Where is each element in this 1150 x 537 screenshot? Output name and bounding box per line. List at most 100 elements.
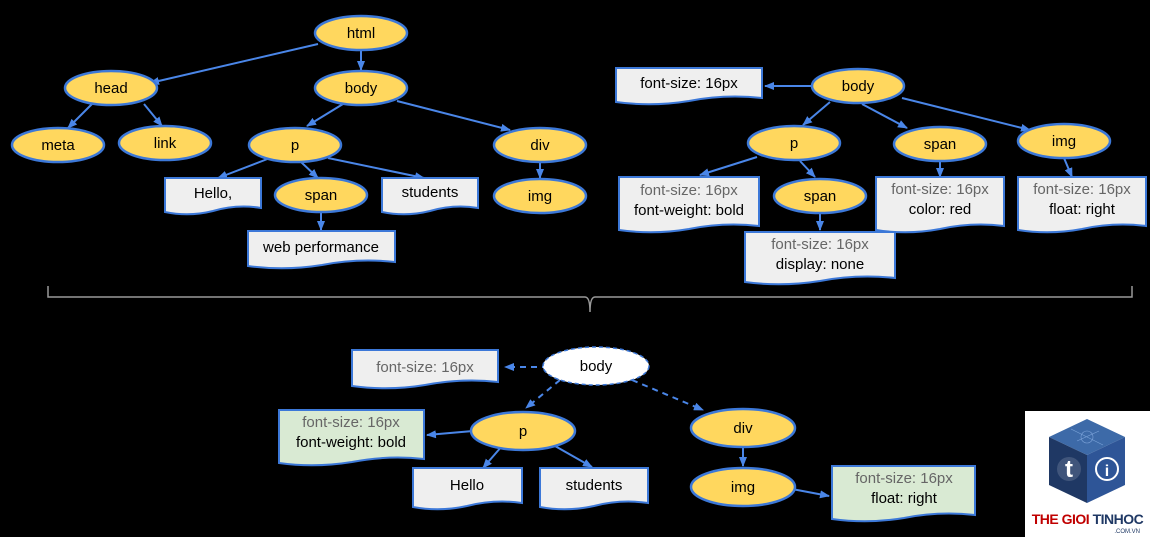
node-body: body (313, 69, 409, 107)
edge-p-hello (217, 157, 271, 179)
style-line: font-size: 16px (640, 182, 738, 199)
style-line: font-size: 16px (302, 414, 400, 431)
node-label: body (842, 78, 875, 95)
edge-img-style (791, 488, 830, 499)
brand-name-part: THE GIOI (1031, 511, 1093, 527)
edge-body-span (861, 103, 908, 129)
text-hello: Hello, (164, 177, 262, 216)
node-label: body (580, 358, 613, 375)
style-p: font-size: 16px font-weight: bold (278, 409, 425, 467)
node-label: img (1052, 133, 1076, 150)
combine-brace (47, 286, 1133, 313)
style-line: font-size: 16px (1033, 181, 1131, 198)
style-img: font-size: 16px float: right (1017, 176, 1147, 234)
node-meta: meta (10, 126, 106, 164)
node-label: html (347, 25, 375, 42)
edge-p-students (554, 445, 593, 468)
node-label: span (305, 187, 338, 204)
text-students: students (539, 467, 649, 511)
node-div: div (492, 126, 588, 164)
svg-text:i: i (1105, 463, 1109, 480)
style-line: font-size: 16px (891, 181, 989, 198)
edge-p-style (699, 156, 758, 177)
edge-p-span (300, 161, 319, 179)
text-students: students (381, 177, 479, 216)
svg-text:t: t (1065, 456, 1073, 483)
node-label: link (154, 135, 177, 152)
style-line: font-size: 16px (855, 470, 953, 487)
style-span: font-size: 16px color: red (875, 176, 1005, 234)
brand-logo: t i THE GIOI TINHOC .COM.VN (1025, 411, 1150, 537)
style-line: display: none (776, 256, 864, 273)
style-p: font-size: 16px font-weight: bold (618, 176, 760, 234)
node-p: p (469, 410, 577, 452)
node-p: p (247, 126, 343, 164)
style-label: font-size: 16px (376, 359, 474, 376)
brand-name: THE GIOI TINHOC (1025, 511, 1150, 527)
style-line: font-size: 16px (771, 236, 869, 253)
node-head: head (63, 69, 159, 107)
node-label: meta (41, 137, 75, 154)
style-p-span: font-size: 16px display: none (744, 231, 896, 286)
node-body: body (810, 67, 906, 105)
edge-html-head (149, 43, 319, 85)
node-p: p (746, 124, 842, 162)
node-span: span (892, 125, 988, 163)
text-web-performance: web performance (247, 230, 396, 270)
node-label: p (291, 137, 299, 154)
brand-domain: .COM.VN (1114, 529, 1140, 535)
text-hello: Hello (412, 467, 523, 511)
node-label: p (790, 135, 798, 152)
style-label: font-size: 16px (640, 75, 738, 92)
text-label: Hello (450, 477, 484, 494)
style-line: font-weight: bold (296, 434, 406, 451)
node-img: img (1016, 122, 1112, 160)
edge-p-students (327, 157, 425, 181)
edge-body-p (306, 103, 344, 127)
edge-body-div (631, 379, 704, 411)
brand-name-part: TINHOC (1092, 511, 1144, 527)
edge-img-style (1063, 157, 1073, 178)
cssom-tree: body p span img span font-size: 16px fon… (615, 67, 1147, 286)
edge-head-meta (67, 103, 93, 129)
cube-icon: t i (1049, 419, 1125, 503)
node-label: img (528, 188, 552, 205)
node-html: html (313, 14, 409, 52)
node-p-span: span (772, 177, 868, 215)
node-label: head (94, 80, 127, 97)
style-img: font-size: 16px float: right (831, 465, 976, 523)
node-link: link (117, 124, 213, 162)
node-label: span (924, 136, 957, 153)
node-label: div (530, 137, 550, 154)
edge-body-p (525, 379, 561, 409)
node-label: img (731, 479, 755, 496)
dom-tree: html head body meta link p div span img … (10, 14, 588, 270)
edge-body-div (396, 100, 511, 132)
text-label: web performance (262, 239, 379, 256)
edge-body-p (802, 101, 831, 126)
edge-p-hello (482, 445, 503, 469)
style-line: font-weight: bold (634, 202, 744, 219)
node-img: img (689, 466, 797, 508)
edge-body-img (901, 97, 1031, 132)
style-line: float: right (871, 490, 938, 507)
style-line: float: right (1049, 201, 1116, 218)
node-span: span (273, 176, 369, 214)
edge-p-style (426, 430, 474, 439)
node-label: span (804, 188, 837, 205)
text-label: Hello, (194, 185, 232, 202)
edge-p-span (799, 160, 816, 178)
style-line: color: red (909, 201, 972, 218)
text-label: students (402, 184, 459, 201)
node-img: img (492, 177, 588, 215)
node-div: div (689, 407, 797, 449)
edge-head-link (143, 103, 163, 127)
node-label: div (733, 420, 753, 437)
style-body: font-size: 16px (615, 67, 763, 106)
render-tree: body p div img font-size: 16px font-size… (278, 346, 976, 523)
text-label: students (566, 477, 623, 494)
node-label: body (345, 80, 378, 97)
node-body: body (542, 346, 650, 386)
style-body: font-size: 16px (351, 349, 499, 390)
